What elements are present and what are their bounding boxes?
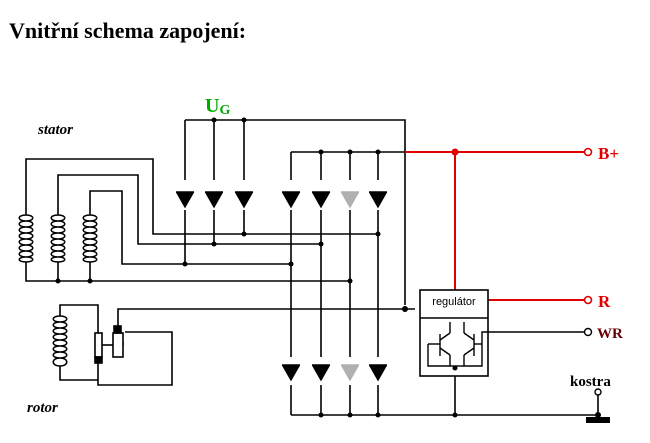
regulator-transistors xyxy=(427,322,488,367)
wires xyxy=(25,119,599,420)
wr-terminal xyxy=(583,327,593,337)
lower-power-diodes xyxy=(281,364,388,382)
excitation-diodes xyxy=(175,191,254,209)
diode-upper-1 xyxy=(281,192,301,209)
diagram-title: Vnitřní schema zapojení: xyxy=(9,18,246,43)
junction-dots xyxy=(55,117,458,418)
b-plus-junction xyxy=(451,148,459,156)
ground-symbol xyxy=(586,417,610,423)
diode-upper-2 xyxy=(311,192,331,209)
kostra-terminal xyxy=(594,388,602,396)
r-terminal xyxy=(583,295,593,305)
diode-exc-3 xyxy=(234,192,254,209)
stator-coil-1 xyxy=(18,214,27,263)
diode-upper-4 xyxy=(368,192,388,209)
diode-lower-4 xyxy=(368,365,388,382)
diode-exc-2 xyxy=(204,192,224,209)
diode-exc-1 xyxy=(175,192,195,209)
b-plus-line xyxy=(405,151,584,300)
b-plus-terminal xyxy=(583,147,593,157)
diode-upper-3-disabled xyxy=(340,192,360,209)
kostra-label: kostra xyxy=(570,374,611,390)
stator-coil-3 xyxy=(82,214,91,263)
ug-label: UG xyxy=(205,95,230,118)
r-label: R xyxy=(598,292,611,311)
regulator-label: regulátor xyxy=(432,296,476,308)
stator-coils xyxy=(18,214,98,263)
b-plus-label: B+ xyxy=(598,144,619,163)
rotor-brushes xyxy=(94,325,124,364)
upper-power-diodes xyxy=(281,191,388,209)
regulator-box xyxy=(419,289,489,377)
diode-lower-3-disabled xyxy=(340,365,360,382)
rotor-label: rotor xyxy=(27,400,58,416)
diode-lower-2 xyxy=(311,365,331,382)
wr-label: WR xyxy=(597,326,623,342)
stator-coil-2 xyxy=(50,214,59,263)
diode-lower-1 xyxy=(281,365,301,382)
stator-label: stator xyxy=(37,122,73,138)
rotor-coil xyxy=(52,315,68,367)
